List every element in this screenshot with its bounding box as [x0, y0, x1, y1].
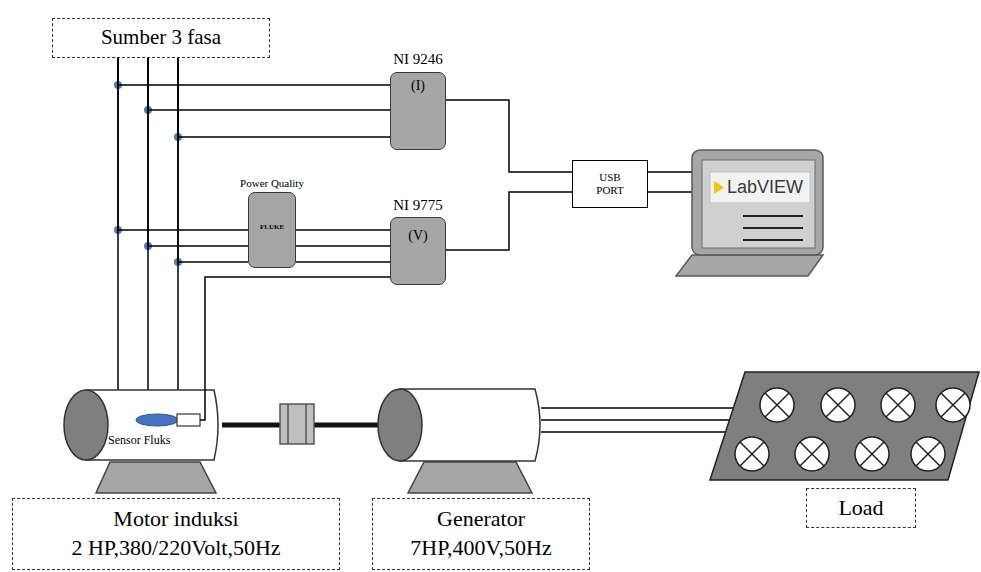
lamp-symbol — [821, 388, 855, 422]
wire-connector — [296, 230, 390, 262]
wire-connector — [118, 58, 178, 390]
node-label: Power Quality — [240, 177, 304, 189]
motor-label-box: Motor induksi2 HP,380/220Volt,50Hz — [12, 498, 340, 570]
laptop: LabVIEW — [675, 150, 825, 276]
wire-connector — [446, 192, 572, 250]
node-label: USB PORT — [588, 171, 632, 196]
power-wire — [541, 407, 733, 409]
power-quality-meter: Power QualityFLUKE — [248, 192, 296, 268]
wire-connector — [648, 172, 693, 192]
laptop-icon — [675, 150, 825, 276]
load-label-box: Load — [806, 488, 916, 528]
lamp-symbol — [760, 388, 794, 422]
lamp-symbol — [881, 388, 915, 422]
node-sublabel: 7HP,400V,50Hz — [410, 534, 551, 563]
lamp-symbol — [855, 437, 889, 471]
node-label: Load — [838, 494, 883, 523]
node-label: NI 9246 — [393, 51, 443, 68]
power-wire — [541, 431, 726, 433]
node-sublabel: FLUKE — [249, 223, 295, 231]
node-label: NI 9775 — [393, 197, 443, 214]
node-sublabel: (I) — [391, 78, 445, 94]
node-label: Sensor Fluks — [108, 433, 170, 448]
power-wire — [541, 419, 729, 421]
source-box: Sumber 3 fasa — [52, 18, 270, 58]
voltage-module: NI 9775(V) — [390, 217, 446, 285]
generator-load-wires — [541, 408, 733, 432]
node-sublabel: (V) — [391, 228, 445, 244]
lamp-symbol — [735, 437, 769, 471]
load-panel — [710, 372, 979, 480]
motor-base — [96, 462, 216, 493]
wire-connector — [446, 100, 572, 172]
node-label: Sumber 3 fasa — [101, 24, 221, 51]
motor-body — [62, 388, 222, 462]
generator-body — [378, 389, 540, 493]
lamp-array — [735, 388, 970, 471]
generator-label-box: Generator7HP,400V,50Hz — [372, 498, 590, 570]
lamp-symbol — [795, 437, 829, 471]
node-sublabel: 2 HP,380/220Volt,50Hz — [71, 534, 280, 563]
current-module: NI 9246(I) — [390, 72, 446, 150]
induction-motor: Sensor Fluks — [62, 388, 222, 462]
lamp-symbol — [911, 437, 945, 471]
node-label: Generator — [437, 505, 525, 534]
coupling — [280, 404, 314, 444]
wire-connector — [118, 58, 390, 137]
wire-connector — [205, 277, 390, 388]
usb-port: USB PORT — [572, 160, 648, 208]
node-label: Motor induksi — [113, 505, 238, 534]
lamp-symbol — [936, 388, 970, 422]
wire-connector — [118, 58, 248, 262]
node-label: LabVIEW — [727, 177, 803, 198]
